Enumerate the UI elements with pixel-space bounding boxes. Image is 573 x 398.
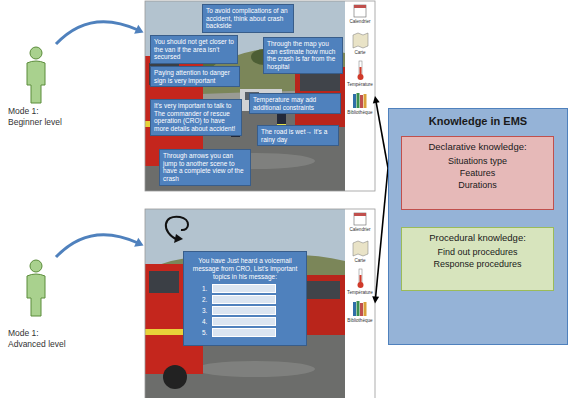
toolbar-label: Bibliothèque xyxy=(345,318,375,323)
hint-callout: Through the map you can estimate how muc… xyxy=(263,37,343,74)
answer-field xyxy=(212,317,276,326)
mode-arrow-head xyxy=(134,25,143,34)
toolbar xyxy=(345,1,375,191)
answer-row: 1. xyxy=(202,284,298,293)
connector-line xyxy=(376,168,388,298)
connector-arrow xyxy=(372,168,388,304)
answer-number: 5. xyxy=(202,329,212,337)
answer-row: 2. xyxy=(202,295,298,304)
hint-callout: It's very important to talk to The comma… xyxy=(150,99,242,136)
mode-arrow-head xyxy=(134,238,143,247)
box-item: Find out procedures xyxy=(406,247,549,259)
answer-field xyxy=(212,306,276,315)
answer-field xyxy=(212,284,276,293)
toolbar-label: Bibliothèque xyxy=(345,110,375,115)
box-heading: Procedural knowledge: xyxy=(406,232,549,244)
answer-field xyxy=(212,295,276,304)
learner-icon xyxy=(27,47,45,103)
arrow-head xyxy=(372,296,379,303)
toolbar-label: Température xyxy=(345,82,375,87)
hint-text: It's very important to talk to The comma… xyxy=(154,102,238,133)
dialog-message: You have Just heard a voicemail message … xyxy=(192,257,298,280)
hint-callout: Temperature may add additional constrain… xyxy=(249,93,341,114)
toolbar-label: Carte xyxy=(345,50,375,55)
box-heading: Declarative knowledge: xyxy=(406,141,549,153)
hint-text: You should not get closer to the van if … xyxy=(154,38,234,61)
hint-text: Through the map you can estimate how muc… xyxy=(267,40,339,71)
scene-photo xyxy=(145,209,345,398)
knowledge-panel: Knowledge in EMS Declarative knowledge: Si… xyxy=(388,108,568,345)
hint-callout: Paying attention to danger sign is very … xyxy=(150,66,240,87)
answer-number: 3. xyxy=(202,307,212,315)
hint-callout: Through arrows you can jump to another s… xyxy=(159,149,251,186)
mode-arrow xyxy=(56,235,138,257)
connector-arrow xyxy=(373,96,388,168)
declarative-box: Declarative knowledge: Situations typeFea… xyxy=(401,136,554,210)
mode-label: Mode 1: Advanced level xyxy=(8,328,74,349)
hint-text: The road is wet→ It's a rainy day xyxy=(261,128,335,143)
procedural-box: Procedural knowledge: Find out procedures… xyxy=(401,227,554,291)
screen-view: CalendrierCarteTempératureBibliothèque To… xyxy=(145,1,375,191)
screen-frame xyxy=(145,209,375,398)
navigation-arrow-head xyxy=(174,234,183,243)
hint-text: To avoid complications of an accident, t… xyxy=(206,7,290,30)
screen-view: CalendrierCarteTempératureBibliothèque Yo… xyxy=(145,209,375,398)
hint-text: Through arrows you can jump to another s… xyxy=(163,152,247,183)
learner-icon xyxy=(27,260,45,316)
hint-callout: To avoid complications of an accident, t… xyxy=(202,4,294,33)
answer-number: 2. xyxy=(202,296,212,304)
answer-row: 3. xyxy=(202,306,298,315)
screen-frame xyxy=(145,1,375,191)
box-item: Response procedures xyxy=(406,259,549,271)
hint-text: Paying attention to danger sign is very … xyxy=(154,69,236,84)
arrow-head xyxy=(373,96,380,104)
hint-callout: You should not get closer to the van if … xyxy=(150,35,238,64)
toolbar-label: Calendrier xyxy=(345,227,375,232)
connector-line xyxy=(376,102,388,168)
answer-number: 1. xyxy=(202,285,212,293)
scene-photo xyxy=(145,1,345,191)
answer-row: 4. xyxy=(202,317,298,326)
question-dialog: You have Just heard a voicemail message … xyxy=(183,251,307,346)
toolbar-label: Carte xyxy=(345,258,375,263)
answer-field xyxy=(212,328,276,337)
box-item: Situations type xyxy=(406,156,549,168)
toolbar xyxy=(345,209,375,398)
toolbar-label: Calendrier xyxy=(345,19,375,24)
box-item: Durations xyxy=(406,180,549,192)
answer-number: 4. xyxy=(202,318,212,326)
answer-row: 5. xyxy=(202,328,298,337)
box-item: Features xyxy=(406,168,549,180)
hint-text: Temperature may add additional constrain… xyxy=(253,96,337,111)
panel-title: Knowledge in EMS xyxy=(389,109,567,127)
mode-arrow xyxy=(56,22,138,44)
toolbar-label: Température xyxy=(345,290,375,295)
hint-callout: The road is wet→ It's a rainy day xyxy=(257,125,339,146)
mode-label: Mode 1: Beginner level xyxy=(8,106,74,127)
